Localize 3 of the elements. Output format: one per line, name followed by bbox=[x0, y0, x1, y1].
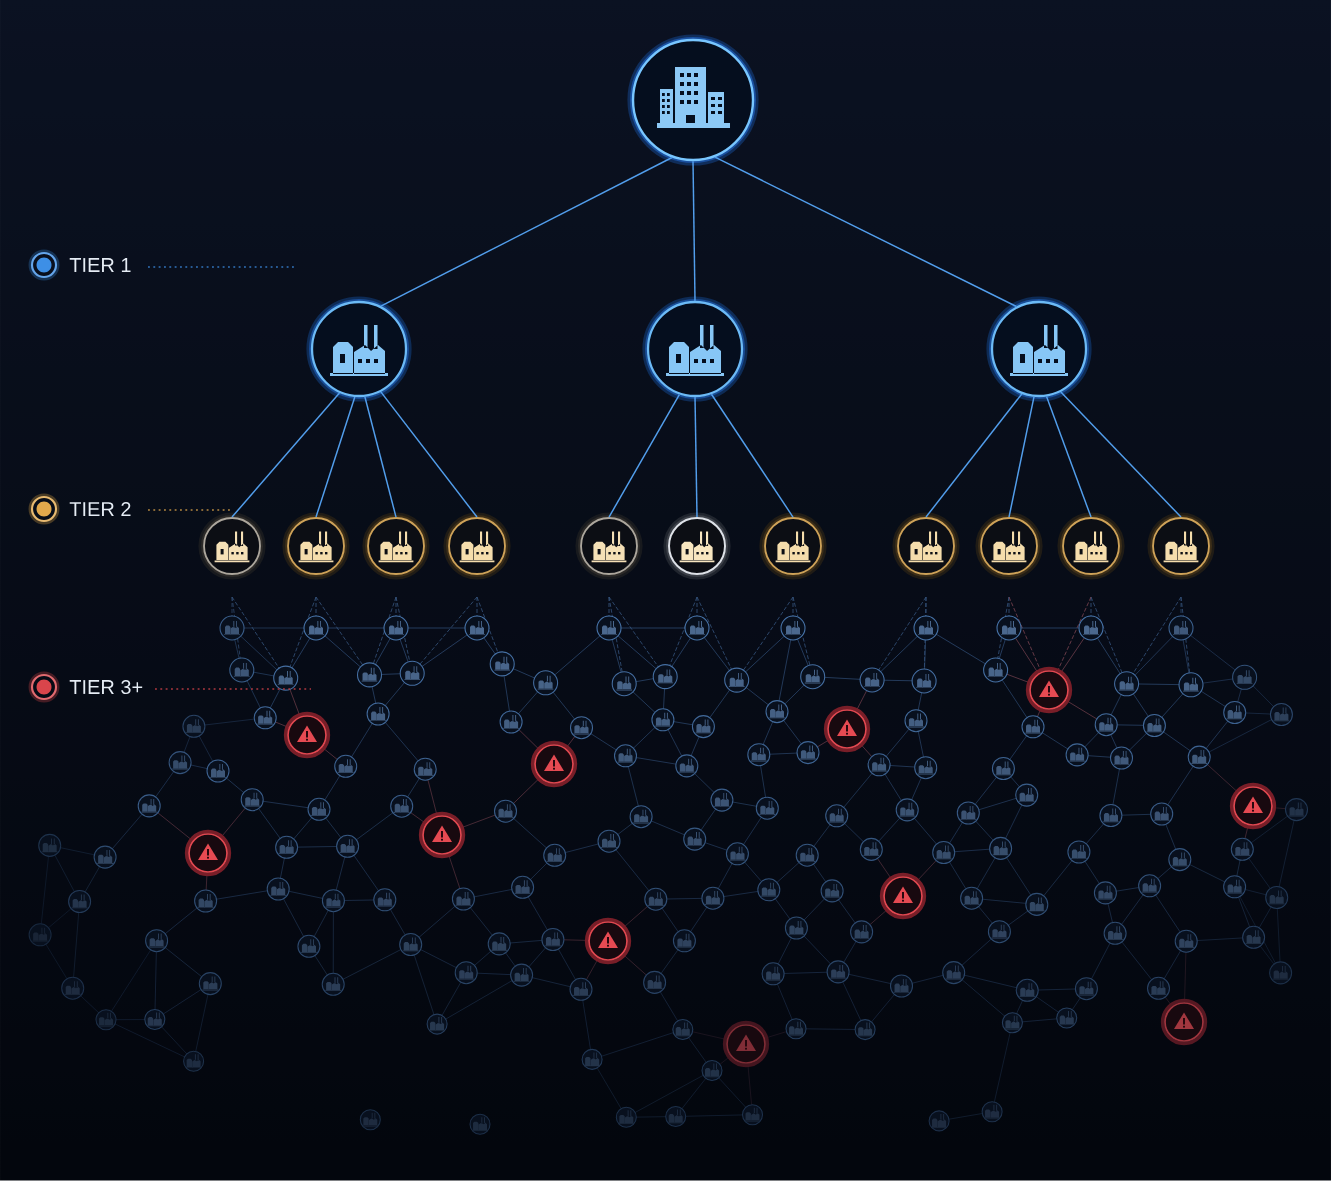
legend-label: TIER 1 bbox=[69, 258, 131, 272]
legend-label: TIER 3+ bbox=[69, 679, 143, 695]
legend-label: TIER 2 bbox=[69, 502, 131, 516]
